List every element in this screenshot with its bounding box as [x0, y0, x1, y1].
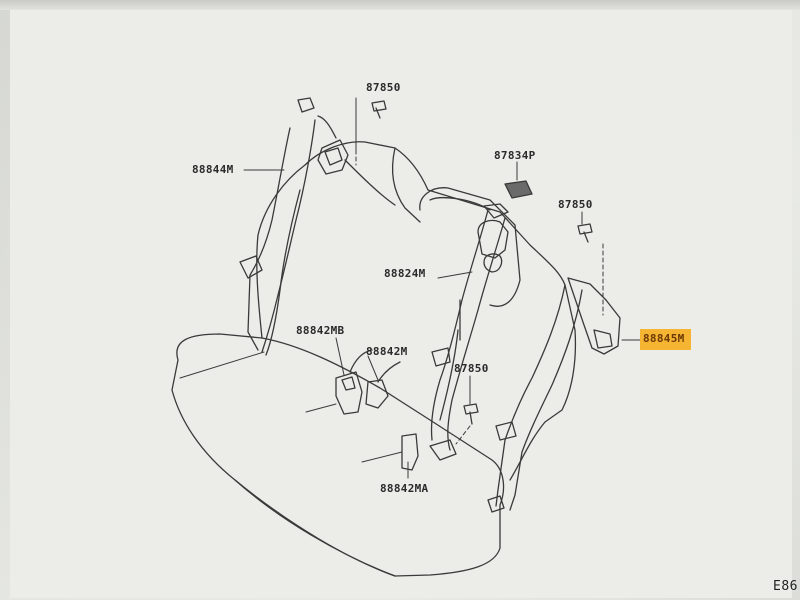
- label-belt-right: 88845M: [640, 329, 691, 350]
- dashed-leaders: [355, 107, 604, 445]
- seat-back-left-edge: [265, 189, 301, 356]
- left-belt-strap-outer: [261, 119, 316, 353]
- back-crease-2: [391, 147, 421, 223]
- window-edge: [0, 0, 800, 10]
- bolt-bottom: [463, 403, 479, 425]
- leader-left-seat: [179, 351, 265, 379]
- diagram-code: E86: [773, 579, 798, 594]
- buckle-ma-body: [401, 433, 419, 471]
- right-belt-strap: [495, 284, 566, 507]
- cover-clip: [504, 180, 533, 199]
- center-belt-strap-outer: [447, 217, 506, 451]
- buckle-m-body: [365, 379, 389, 409]
- left-belt-strap: [247, 127, 291, 351]
- label-bolt-bottom: 87850: [454, 362, 489, 375]
- diagram-paper: [10, 8, 792, 598]
- cushion-front-curve: [234, 479, 396, 577]
- right-belt-strap-outer: [509, 289, 583, 511]
- label-buckle-mb: 88842MB: [296, 324, 345, 337]
- leader-lines: [243, 97, 641, 479]
- right-belt-retractor: [567, 277, 621, 355]
- buckle-mb-body: [335, 371, 363, 415]
- label-bolt-top: 87850: [366, 81, 401, 94]
- label-bolt-right: 87850: [558, 198, 593, 211]
- buckle-mb-slot: [341, 376, 356, 391]
- center-belt-retractor: [477, 219, 509, 259]
- label-buckle-m: 88842M: [366, 345, 408, 358]
- left-belt-anchor-top: [297, 97, 315, 113]
- label-cover: 87834P: [494, 149, 536, 162]
- left-belt-guide: [239, 255, 263, 279]
- left-belt-retractor-inner: [324, 147, 343, 166]
- right-belt-retractor-inner: [593, 329, 613, 349]
- center-belt-top-bracket: [483, 203, 509, 219]
- buckle-center-strap: [349, 349, 401, 383]
- headrest: [419, 187, 521, 307]
- seat-back: [256, 141, 577, 481]
- label-belt-left: 88844M: [192, 163, 234, 176]
- label-belt-center: 88824M: [384, 267, 426, 280]
- buckle-ma-anchor: [429, 439, 457, 461]
- bolt-top: [371, 100, 387, 119]
- bolt-right: [577, 223, 593, 243]
- center-belt-reel: [483, 253, 503, 273]
- left-belt-to-bolt: [317, 115, 337, 139]
- back-crease-1: [344, 159, 396, 206]
- center-belt-guide: [431, 347, 451, 367]
- label-buckle-ma: 88842MA: [380, 482, 429, 495]
- right-belt-anchor: [487, 495, 505, 513]
- left-belt-retractor: [317, 139, 349, 175]
- center-belt-strap: [430, 209, 489, 441]
- headrest-inner: [429, 197, 491, 211]
- right-belt-guide: [495, 421, 517, 441]
